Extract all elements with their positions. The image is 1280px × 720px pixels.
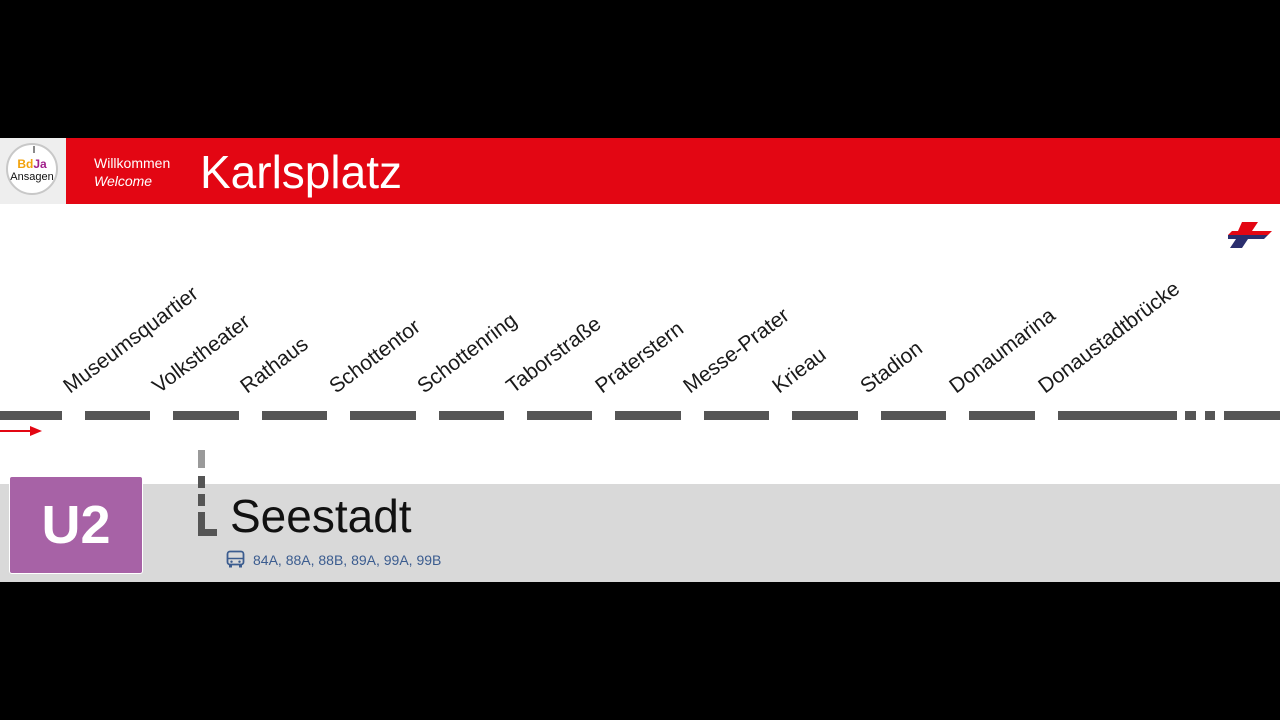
destination-name: Seestadt	[230, 490, 412, 542]
logo-text-ansagen: Ansagen	[10, 171, 54, 183]
direction-arrow-icon	[0, 426, 42, 436]
destination-bar	[0, 484, 1280, 582]
route-line	[0, 411, 1280, 420]
current-station-title: Karlsplatz	[200, 146, 402, 198]
header-bar: BdJa Ansagen Willkommen Welcome Karlspla…	[0, 138, 1280, 204]
logo-text-ja: Ja	[33, 157, 47, 171]
welcome-de: Willkommen	[94, 155, 171, 171]
welcome-text: Willkommen Welcome	[94, 154, 170, 190]
passenger-info-display: BdJa Ansagen Willkommen Welcome Karlspla…	[0, 138, 1280, 582]
welcome-en: Welcome	[94, 173, 153, 189]
stop-label: Schottentor	[324, 314, 425, 398]
stop-label: Stadion	[856, 336, 928, 398]
stop-label: Krieau	[767, 343, 831, 398]
metro-logo-icon	[1228, 222, 1272, 248]
stop-label: Praterstern	[590, 317, 688, 398]
logo-text-bd: Bd	[17, 157, 34, 171]
stop-label: Donaustadtbrücke	[1033, 277, 1184, 398]
line-badge: U2	[9, 476, 143, 574]
bdja-logo: BdJa Ansagen	[0, 138, 66, 204]
bus-icon	[226, 550, 245, 568]
stop-label: Rathaus	[236, 332, 313, 398]
transfer-connector	[198, 450, 217, 536]
logo-clock-icon: BdJa Ansagen	[6, 143, 58, 195]
bus-connections: 84A, 88A, 88B, 89A, 99A, 99B	[253, 552, 442, 568]
